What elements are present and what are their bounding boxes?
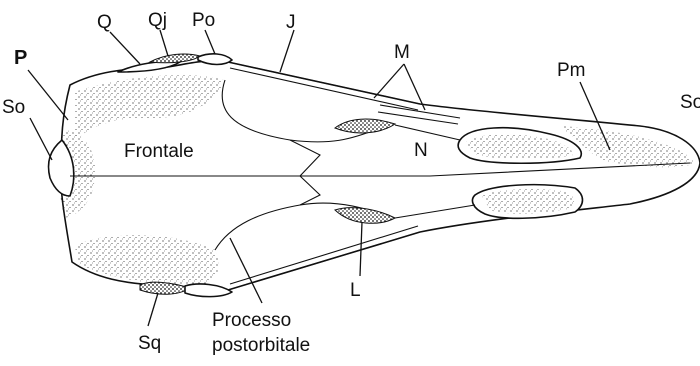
leader-Po: [205, 30, 215, 54]
leader-J: [280, 30, 294, 72]
label-So-right: So: [680, 92, 700, 113]
leader-P: [28, 70, 68, 120]
leader-M-1: [374, 64, 404, 98]
quadratojugal-upper: [150, 54, 200, 63]
label-Frontale: Frontale: [124, 141, 194, 162]
label-J: J: [286, 12, 296, 33]
label-Po: Po: [192, 10, 215, 31]
leader-Sq: [148, 293, 158, 326]
postorbital-upper: [198, 54, 232, 65]
label-Sq: Sq: [138, 333, 161, 354]
label-Qj: Qj: [148, 10, 167, 31]
leader-Q: [110, 32, 140, 64]
label-Q: Q: [97, 12, 112, 33]
label-Pm: Pm: [557, 60, 586, 81]
label-N: N: [414, 140, 428, 161]
label-M: M: [394, 42, 410, 63]
leader-So-left: [30, 118, 52, 160]
label-L: L: [350, 280, 361, 301]
naris-lower-inner: [482, 189, 574, 214]
label-Processo: Processo: [212, 310, 291, 331]
label-postorbitale: postorbitale: [212, 335, 310, 356]
leader-Qj: [160, 30, 168, 56]
label-So-left: So: [2, 97, 25, 118]
label-P: P: [14, 47, 27, 69]
